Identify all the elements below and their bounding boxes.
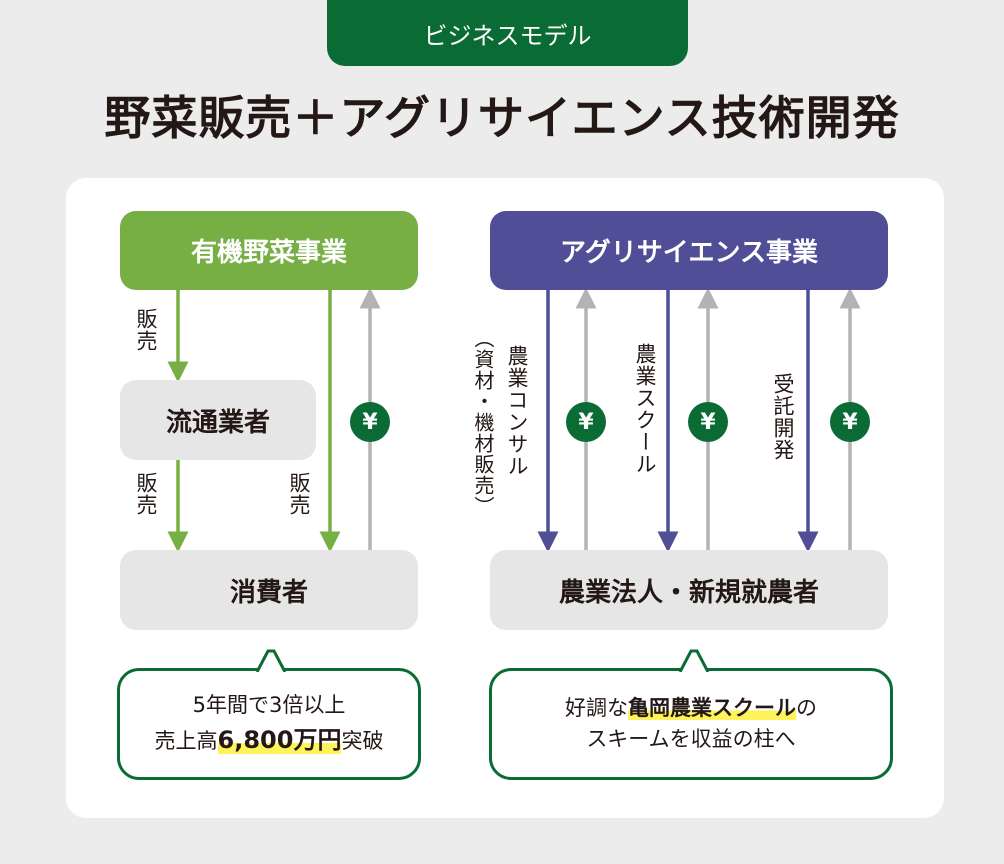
label-sell: 販売	[134, 308, 159, 352]
farm-corporation-box: 農業法人・新規就農者	[490, 550, 888, 630]
callout-tail	[678, 649, 710, 672]
consumer-box: 消費者	[120, 550, 418, 630]
section-tag: ビジネスモデル	[327, 0, 688, 66]
agriscience-business-box: アグリサイエンス事業	[490, 211, 888, 290]
callout-line: 5年間で3倍以上	[192, 693, 346, 718]
right-callout: 好調な亀岡農業スクールの スキームを収益の柱へ	[489, 668, 893, 780]
page-title: 野菜販売＋アグリサイエンス技術開発	[104, 91, 900, 145]
callout-tail	[255, 649, 287, 672]
label-contract-dev: 受託開発	[771, 373, 796, 461]
yen-icon: ¥	[688, 402, 728, 442]
highlight-school: 亀岡農業スクール	[628, 695, 796, 720]
yen-icon: ¥	[566, 402, 606, 442]
callout-text: 売上高	[154, 728, 218, 753]
left-callout: 5年間で3倍以上 売上高6,800万円突破	[117, 668, 421, 780]
distributor-box: 流通業者	[120, 380, 316, 460]
label-sell: 販売	[287, 472, 312, 516]
label-consulting: 農業コンサル	[505, 345, 530, 477]
callout-text: 突破	[341, 728, 384, 753]
yen-icon: ¥	[830, 402, 870, 442]
yen-icon: ¥	[350, 402, 390, 442]
label-consulting-sub: （資材・機材販売）	[471, 328, 495, 517]
organic-vegetable-business-box: 有機野菜事業	[120, 211, 418, 290]
callout-text: 好調な	[565, 695, 628, 720]
label-school: 農業スクール	[633, 343, 658, 475]
callout-text: の	[796, 695, 817, 720]
highlight-sales: 6,800万円	[217, 725, 342, 754]
callout-line: スキームを収益の柱へ	[586, 727, 796, 751]
label-sell: 販売	[134, 472, 159, 516]
